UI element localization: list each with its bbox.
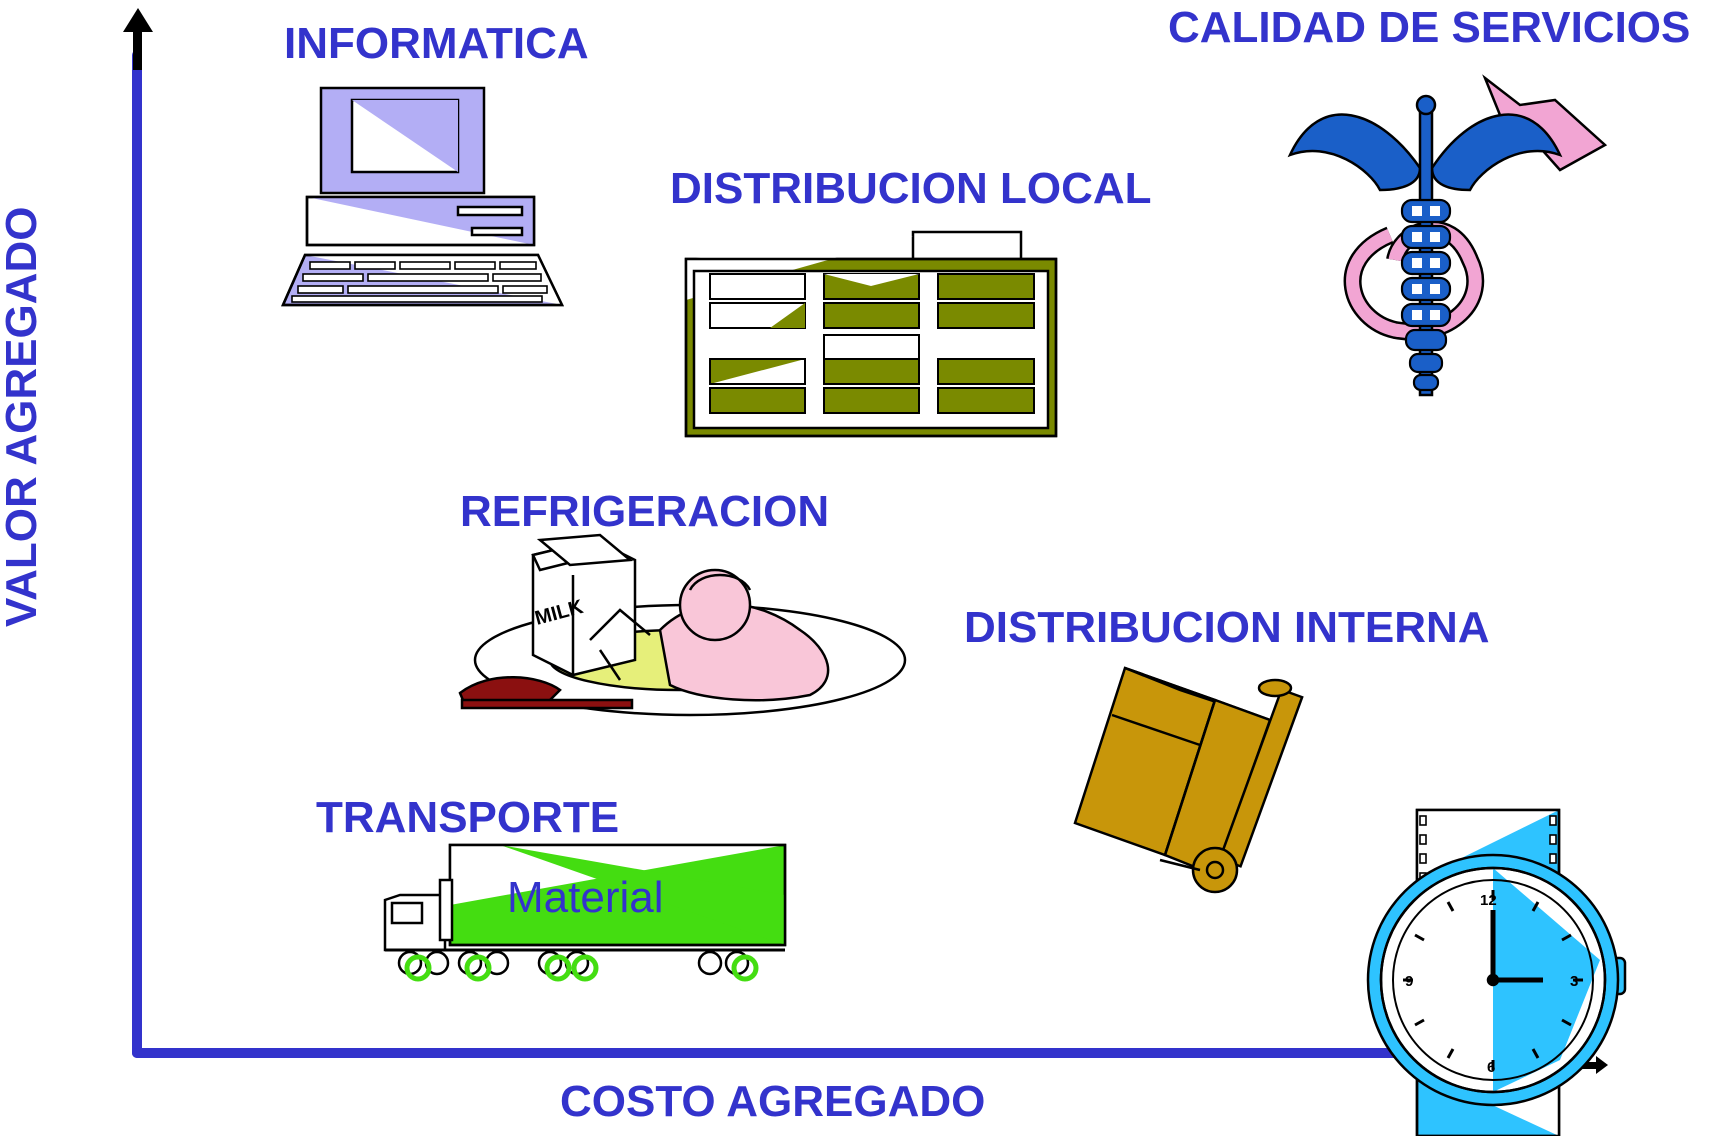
refrigeration-icon: MILK xyxy=(458,533,907,717)
shelf-icon xyxy=(684,230,1058,438)
y-axis-label: VALOR AGREGADO xyxy=(0,206,46,627)
label-transporte: TRANSPORTE xyxy=(316,793,620,842)
label-refrigeracion: REFRIGERACION xyxy=(460,487,830,536)
truck-label: Material xyxy=(507,873,664,922)
svg-text:9: 9 xyxy=(1405,973,1413,990)
handcart-icon xyxy=(1073,666,1304,894)
svg-text:6: 6 xyxy=(1487,1059,1495,1076)
watch-icon: 12 3 6 9 xyxy=(1366,808,1627,1136)
label-distribucion-local: DISTRIBUCION LOCAL xyxy=(670,164,1152,213)
y-axis-arrow xyxy=(123,8,153,70)
truck-icon xyxy=(383,843,787,982)
caduceus-icon xyxy=(1287,74,1608,397)
label-informatica: INFORMATICA xyxy=(284,19,589,68)
computer-icon xyxy=(281,86,564,307)
label-distribucion-interna: DISTRIBUCION INTERNA xyxy=(964,603,1490,652)
svg-text:12: 12 xyxy=(1480,892,1497,909)
svg-text:3: 3 xyxy=(1570,973,1578,990)
label-calidad-servicios: CALIDAD DE SERVICIOS xyxy=(1168,3,1691,52)
x-axis-label: COSTO AGREGADO xyxy=(560,1077,986,1126)
